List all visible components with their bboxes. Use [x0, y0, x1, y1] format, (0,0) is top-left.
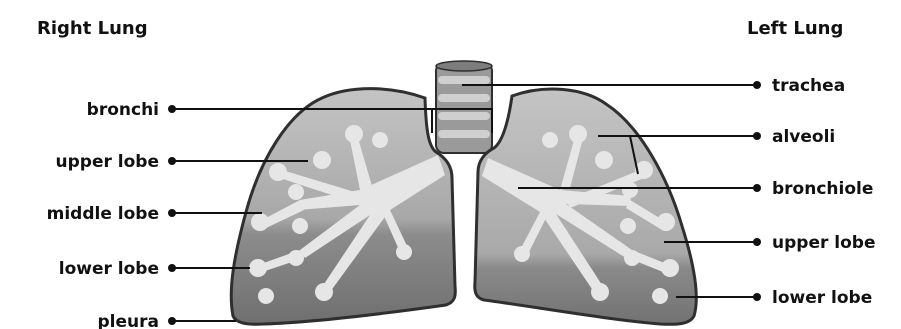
- left-lung: [475, 89, 697, 324]
- header-left-lung: Left Lung: [747, 18, 843, 39]
- label-middle-lobe: middle lobe: [47, 204, 159, 224]
- label-upper-lobe-right-lung: upper lobe: [56, 152, 159, 172]
- label-lower-lobe-left-lung: lower lobe: [772, 288, 872, 308]
- label-lower-lobe-right-lung: lower lobe: [59, 259, 159, 279]
- label-alveoli: alveoli: [772, 127, 835, 147]
- label-bronchi: bronchi: [87, 100, 159, 120]
- label-pleura: pleura: [98, 312, 159, 329]
- header-right-lung: Right Lung: [37, 18, 148, 39]
- right-lung: [231, 89, 455, 325]
- label-trachea: trachea: [772, 76, 845, 96]
- trachea: [436, 61, 492, 153]
- label-bronchiole: bronchiole: [772, 179, 873, 199]
- label-upper-lobe-left-lung: upper lobe: [772, 233, 875, 253]
